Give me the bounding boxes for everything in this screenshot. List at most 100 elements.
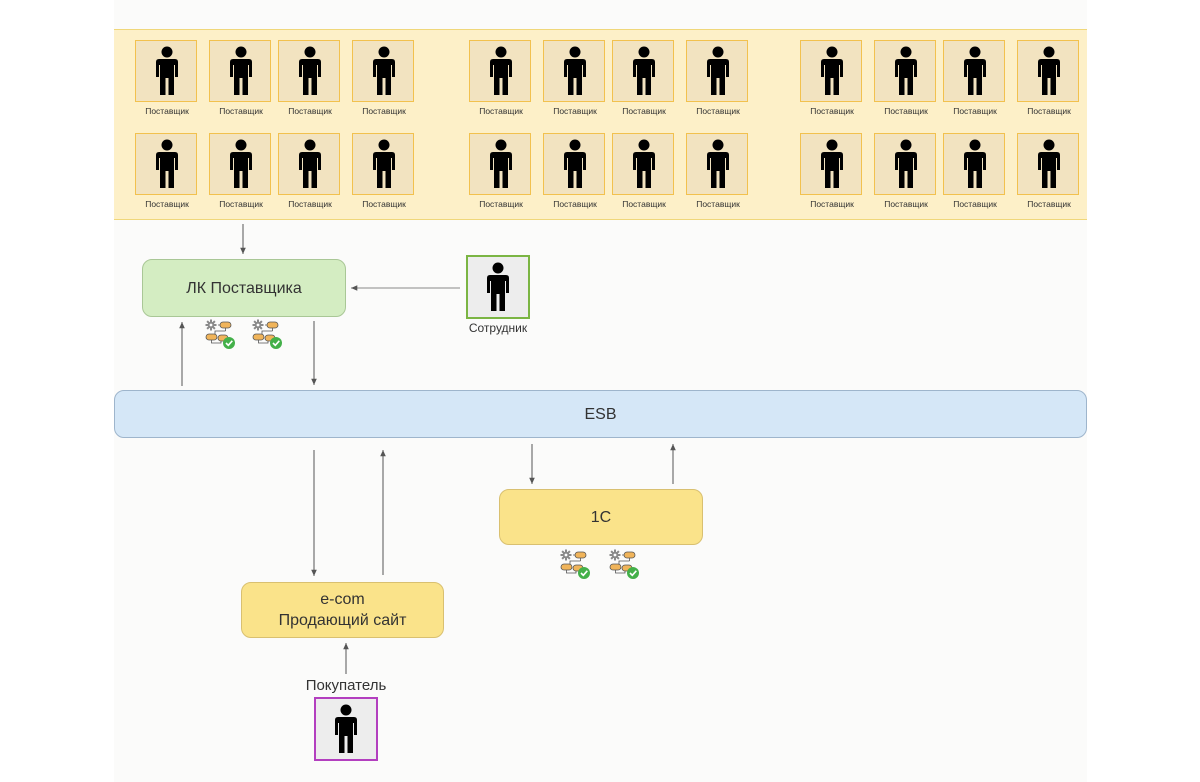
supplier-label: Поставщик xyxy=(219,199,263,209)
onec-label: 1С xyxy=(590,508,612,526)
supplier-frame xyxy=(209,40,271,102)
supplier-actor: Поставщик xyxy=(1017,133,1081,213)
supplier-frame xyxy=(469,40,531,102)
supplier-frame xyxy=(543,40,605,102)
supplier-label: Поставщик xyxy=(362,106,406,116)
supplier-frame xyxy=(278,40,340,102)
supplier-label: Поставщик xyxy=(1027,106,1071,116)
supplier-label: Поставщик xyxy=(219,106,263,116)
supplier-actor: Поставщик xyxy=(135,40,199,120)
supplier-label: Поставщик xyxy=(362,199,406,209)
person-icon xyxy=(373,46,395,95)
lk-supplier-label: ЛК Поставщика xyxy=(186,279,302,297)
esb-node: ESB xyxy=(114,390,1087,438)
supplier-actor: Поставщик xyxy=(612,133,676,213)
supplier-frame xyxy=(800,40,862,102)
workflow-gear-check-icon xyxy=(559,549,593,586)
person-icon xyxy=(707,139,729,188)
person-icon xyxy=(564,46,586,95)
supplier-actor: Поставщик xyxy=(352,40,416,120)
person-icon xyxy=(490,139,512,188)
supplier-frame xyxy=(686,40,748,102)
supplier-label: Поставщик xyxy=(288,199,332,209)
supplier-frame xyxy=(278,133,340,195)
supplier-actor: Поставщик xyxy=(543,133,607,213)
lk-supplier-node: ЛК Поставщика xyxy=(142,259,346,317)
person-icon xyxy=(964,139,986,188)
person-icon xyxy=(895,139,917,188)
supplier-frame xyxy=(352,40,414,102)
supplier-actor: Поставщик xyxy=(278,133,342,213)
person-icon xyxy=(156,46,178,95)
supplier-label: Поставщик xyxy=(884,106,928,116)
supplier-frame xyxy=(612,133,674,195)
supplier-label: Поставщик xyxy=(953,106,997,116)
supplier-actor: Поставщик xyxy=(278,40,342,120)
person-icon xyxy=(230,139,252,188)
person-icon xyxy=(821,46,843,95)
person-icon xyxy=(299,139,321,188)
supplier-label: Поставщик xyxy=(479,199,523,209)
supplier-label: Поставщик xyxy=(145,106,189,116)
supplier-label: Поставщик xyxy=(288,106,332,116)
buyer-actor xyxy=(314,697,378,761)
supplier-label: Поставщик xyxy=(810,199,854,209)
supplier-frame xyxy=(800,133,862,195)
supplier-actor: Поставщик xyxy=(543,40,607,120)
supplier-frame xyxy=(943,40,1005,102)
supplier-frame xyxy=(1017,133,1079,195)
ecom-node: e-com Продающий сайт xyxy=(241,582,444,638)
supplier-actor: Поставщик xyxy=(469,133,533,213)
person-icon xyxy=(1038,139,1060,188)
supplier-frame xyxy=(543,133,605,195)
supplier-label: Поставщик xyxy=(622,199,666,209)
supplier-frame xyxy=(209,133,271,195)
supplier-label: Поставщик xyxy=(696,199,740,209)
supplier-frame xyxy=(1017,40,1079,102)
supplier-label: Поставщик xyxy=(145,199,189,209)
supplier-actor: Поставщик xyxy=(874,40,938,120)
supplier-actor: Поставщик xyxy=(943,40,1007,120)
onec-node: 1С xyxy=(499,489,703,545)
supplier-actor: Поставщик xyxy=(686,133,750,213)
supplier-frame xyxy=(686,133,748,195)
supplier-actor: Поставщик xyxy=(943,133,1007,213)
person-icon xyxy=(373,139,395,188)
supplier-label: Поставщик xyxy=(696,106,740,116)
supplier-frame xyxy=(135,133,197,195)
supplier-frame xyxy=(874,133,936,195)
workflow-gear-check-icon xyxy=(608,549,642,586)
supplier-actor: Поставщик xyxy=(209,40,273,120)
person-icon xyxy=(707,46,729,95)
ecom-label-line1: e-com xyxy=(320,591,365,608)
supplier-label: Поставщик xyxy=(953,199,997,209)
ecom-label-line2: Продающий сайт xyxy=(278,612,407,629)
person-icon xyxy=(156,139,178,188)
supplier-actor: Поставщик xyxy=(686,40,750,120)
person-icon xyxy=(564,139,586,188)
person-icon xyxy=(335,704,357,753)
employee-label: Сотрудник xyxy=(468,321,528,335)
buyer-label: Покупатель xyxy=(305,677,387,694)
supplier-label: Поставщик xyxy=(884,199,928,209)
supplier-label: Поставщик xyxy=(810,106,854,116)
supplier-actor: Поставщик xyxy=(1017,40,1081,120)
supplier-label: Поставщик xyxy=(553,106,597,116)
supplier-frame xyxy=(874,40,936,102)
supplier-label: Поставщик xyxy=(622,106,666,116)
person-icon xyxy=(299,46,321,95)
supplier-actor: Поставщик xyxy=(800,40,864,120)
person-icon xyxy=(895,46,917,95)
person-icon xyxy=(633,139,655,188)
supplier-actor: Поставщик xyxy=(135,133,199,213)
supplier-frame xyxy=(943,133,1005,195)
person-icon xyxy=(230,46,252,95)
person-icon xyxy=(490,46,512,95)
supplier-frame xyxy=(469,133,531,195)
supplier-frame xyxy=(135,40,197,102)
employee-actor xyxy=(466,255,530,319)
supplier-actor: Поставщик xyxy=(469,40,533,120)
supplier-actor: Поставщик xyxy=(209,133,273,213)
person-icon xyxy=(1038,46,1060,95)
workflow-gear-check-icon xyxy=(251,319,285,356)
